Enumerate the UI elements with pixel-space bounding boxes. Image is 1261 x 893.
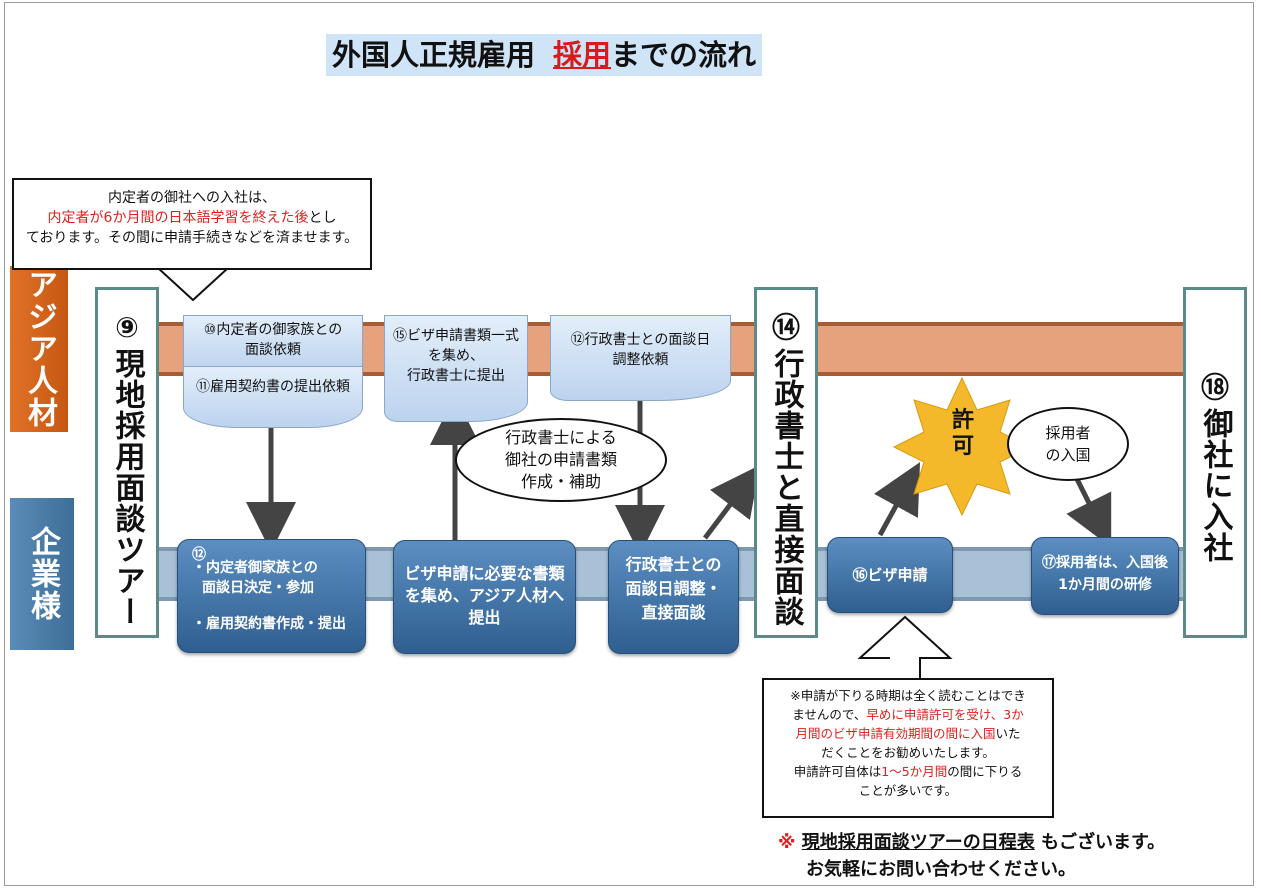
arrow-visa16-to-permit bbox=[874, 462, 921, 537]
step-12-number: ⑫ bbox=[192, 547, 206, 563]
top-callout-line2-rest: とし bbox=[308, 210, 337, 226]
step-12-line3: ・雇用契約書作成・提出 bbox=[192, 616, 346, 632]
bottom-callout-line3-red: 月間のビザ申請有効期間の間に入国 bbox=[795, 726, 996, 741]
visa-pill-line2: を集め、アジア人材へ bbox=[404, 586, 565, 605]
bottom-callout-line3b: いた bbox=[995, 726, 1021, 741]
page-border bbox=[4, 2, 1254, 886]
bottom-callout-line6: ことが多いです。 bbox=[858, 783, 958, 798]
step-12-line2: 面談日決定・参加 bbox=[202, 580, 314, 596]
footer-note: ※ 現地採用面談ツアーの日程表 もございます。 お気軽にお問い合わせください。 bbox=[778, 829, 1165, 883]
visa-pill-line3: 提出 bbox=[468, 608, 501, 627]
step-16-visa-application: ⑯ビザ申請 bbox=[827, 537, 953, 613]
bottom-callout-line2-red: 早めに申請許可を受け、3か bbox=[866, 707, 1024, 722]
bottom-callout-line1: ※申請が下りる時期は全く読むことはでき bbox=[790, 688, 1026, 703]
arrow-entry-to-p17 bbox=[1066, 473, 1112, 548]
step-17-training: ⑰採用者は、入国後 1か月間の研修 bbox=[1031, 537, 1179, 615]
doc-10-line1: ⑩内定者の御家族との bbox=[203, 322, 343, 338]
bottom-callout: ※申請が下りる時期は全く読むことはでき ませんので、早めに申請許可を受け、3か … bbox=[762, 678, 1054, 818]
step-12-line1: ・内定者御家族との bbox=[192, 560, 318, 576]
column-9-local-interview-tour: ⑨ 現地採用面談ツアー bbox=[95, 287, 159, 638]
doc-12-scholar-meeting-request: ⑫行政書士との面談日 調整依頼 bbox=[550, 315, 731, 401]
top-callout-red: 内定者が6か月間の日本語学習を終えた後 bbox=[47, 210, 309, 226]
doc-10-line2: 面談依頼 bbox=[245, 342, 301, 358]
title-rest: までの流れ bbox=[611, 38, 757, 72]
doc-11-contract-request: ⑪雇用契約書の提出依頼 bbox=[183, 366, 363, 428]
column-14-direct-interview: ⑭ 行政書士と直接面談 bbox=[754, 287, 818, 638]
title-main: 外国人正規雇用 bbox=[332, 38, 536, 72]
step-scholar-meeting: 行政書士との 面談日調整・ 直接面談 bbox=[608, 540, 739, 654]
bottom-callout-line2: ませんので、早めに申請許可を受け、3か bbox=[764, 705, 1052, 724]
doc-15-line2: を集め、 bbox=[428, 348, 484, 364]
column-18-text: 御社に入社 bbox=[1197, 408, 1233, 563]
permit-char2: 可 bbox=[951, 434, 974, 459]
doc-12-line2: 調整依頼 bbox=[612, 352, 669, 368]
doc-15-visa-documents: ⑮ビザ申請書類一式 を集め、 行政書士に提出 bbox=[384, 315, 528, 422]
visa-pill-line1: ビザ申請に必要な書類 bbox=[404, 564, 565, 583]
company-lane-label: 企業様 bbox=[10, 498, 74, 650]
top-callout-line1: 内定者の御社への入社は、 bbox=[108, 190, 276, 206]
ellipse-scholar-line2: 御社の申請書類 bbox=[504, 450, 617, 469]
ellipse-scholar-assistance: 行政書士による 御社の申請書類 作成・補助 bbox=[455, 418, 667, 502]
column-9-number: ⑨ bbox=[115, 311, 139, 344]
top-callout: 内定者の御社への入社は、 内定者が6か月間の日本語学習を終えた後とし ております… bbox=[12, 178, 372, 270]
ellipse-entry-line2: の入国 bbox=[1045, 446, 1091, 464]
step-12-family-meeting-contract: ⑫ ・内定者御家族との 面談日決定・参加 ・雇用契約書作成・提出 bbox=[177, 539, 366, 653]
permit-star-icon bbox=[892, 376, 1032, 517]
gyosei-pill-line2: 面談日調整・ bbox=[625, 579, 722, 598]
doc-15-line1: ⑮ビザ申請書類一式 bbox=[393, 328, 519, 344]
bottom-callout-line5a: 申請許可自体は bbox=[793, 764, 882, 779]
column-9-text: 現地採用面談ツアー bbox=[109, 348, 145, 627]
doc-15-line3: 行政書士に提出 bbox=[407, 368, 505, 384]
step-17-line1: ⑰採用者は、入国後 bbox=[1042, 555, 1168, 571]
doc-12-line1: ⑫行政書士との面談日 bbox=[570, 332, 711, 348]
permit-label: 許 可 bbox=[940, 408, 986, 460]
top-callout-line3: ております。その間に申請手続きなどを済ませます。 bbox=[25, 230, 359, 246]
bottom-callout-line4: だくことをお勧めいたします。 bbox=[821, 745, 995, 760]
bottom-callout-line5b: の間に下りる bbox=[947, 764, 1023, 779]
gyosei-pill-line1: 行政書士との bbox=[625, 555, 722, 574]
ellipse-entry-line1: 採用者 bbox=[1045, 424, 1091, 442]
column-14-text: 行政書士と直接面談 bbox=[768, 348, 804, 627]
column-14-number: ⑭ bbox=[771, 311, 800, 344]
column-18-number: ⑱ bbox=[1200, 371, 1229, 404]
title-highlight: 採用 bbox=[553, 38, 612, 72]
step-16-text: ⑯ビザ申請 bbox=[852, 566, 928, 584]
interview-tour-schedule-link[interactable]: 現地採用面談ツアーの日程表 bbox=[801, 832, 1035, 853]
step-visa-documents-collect: ビザ申請に必要な書類 を集め、アジア人材へ 提出 bbox=[393, 540, 576, 654]
step-17-line2: 1か月間の研修 bbox=[1058, 577, 1152, 593]
footer-line1-rest: もございます。 bbox=[1040, 832, 1166, 853]
page-title: 外国人正規雇用採用までの流れ bbox=[326, 34, 763, 76]
permit-char1: 許 bbox=[951, 408, 974, 433]
footer-line2: お気軽にお問い合わせください。 bbox=[806, 859, 1076, 880]
footer-line1: ※ 現地採用面談ツアーの日程表 もございます。 bbox=[778, 829, 1165, 856]
doc-11-text: ⑪雇用契約書の提出依頼 bbox=[196, 379, 350, 395]
top-callout-line2: 内定者が6か月間の日本語学習を終えた後とし bbox=[14, 208, 370, 228]
column-18-join-company: ⑱ 御社に入社 bbox=[1183, 287, 1247, 638]
bottom-callout-line5: 申請許可自体は1～5か月間の間に下りる bbox=[764, 762, 1052, 781]
bottom-callout-line2a: ませんので、 bbox=[792, 707, 867, 722]
bottom-callout-pointer bbox=[857, 615, 953, 678]
bottom-callout-line3: 月間のビザ申請有効期間の間に入国いた bbox=[764, 724, 1052, 743]
gyosei-pill-line3: 直接面談 bbox=[641, 603, 706, 622]
arrow-gyosei-to-c14 bbox=[703, 465, 761, 540]
ellipse-scholar-line1: 行政書士による bbox=[505, 428, 617, 447]
footer-mark: ※ bbox=[778, 832, 796, 853]
bottom-callout-line5-red: 1～5か月間 bbox=[881, 764, 948, 779]
ellipse-scholar-line3: 作成・補助 bbox=[520, 472, 601, 491]
doc-10-family-interview-request: ⑩内定者の御家族との 面談依頼 bbox=[183, 315, 363, 371]
ellipse-hire-entry: 採用者 の入国 bbox=[1007, 407, 1129, 481]
asia-lane-label: アジア人材 bbox=[10, 266, 68, 432]
